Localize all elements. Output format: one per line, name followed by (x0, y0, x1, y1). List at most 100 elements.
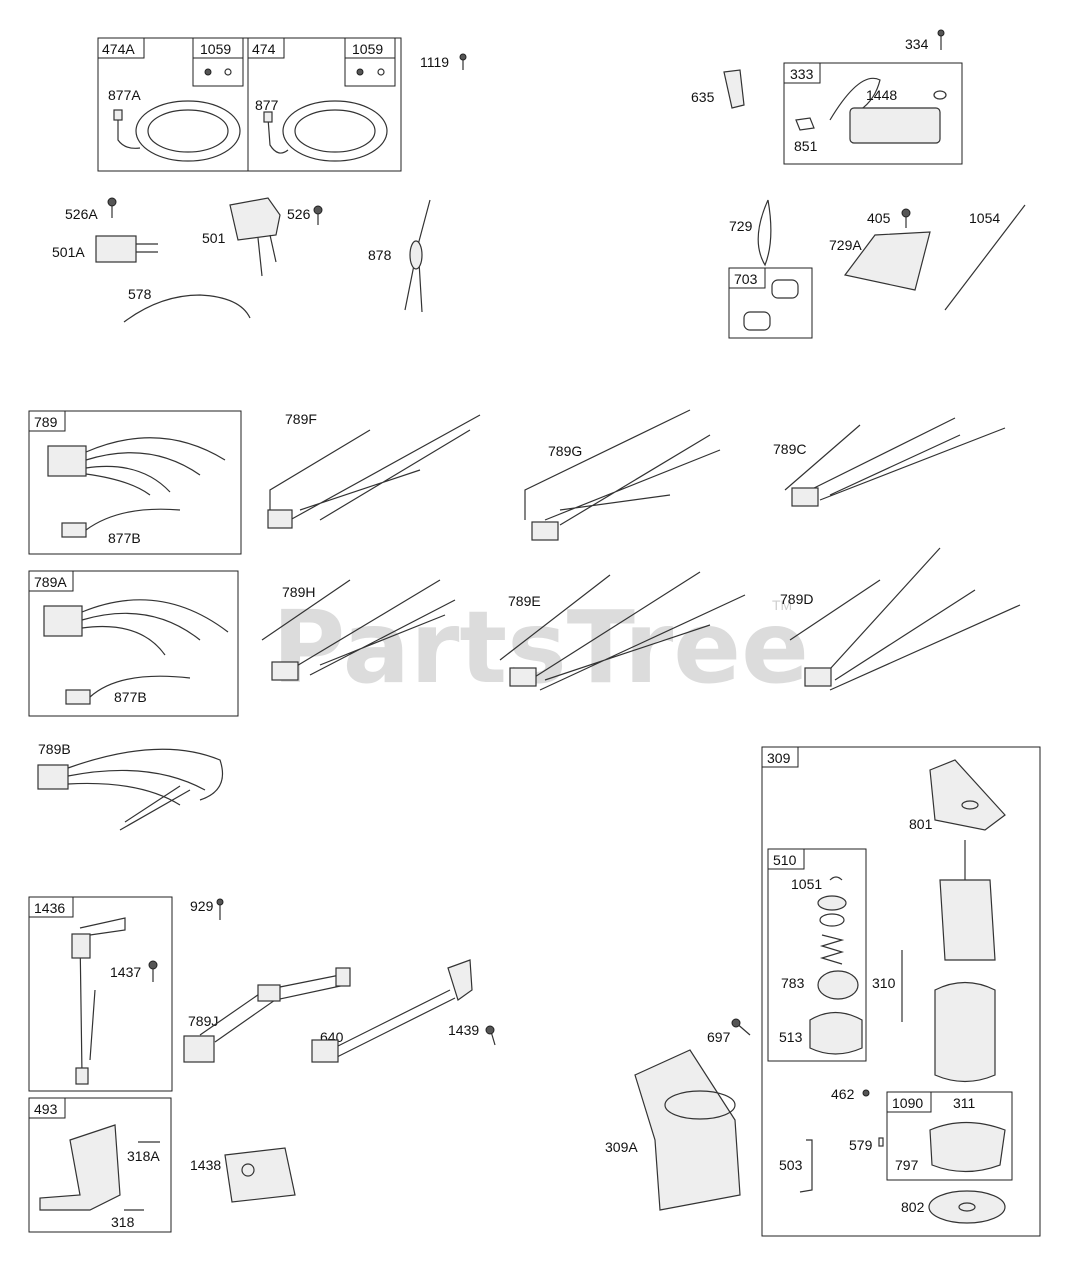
label-789E[interactable]: 789E (508, 593, 541, 609)
label-1051[interactable]: 1051 (791, 876, 822, 892)
label-510[interactable]: 510 (773, 852, 797, 868)
label-1439[interactable]: 1439 (448, 1022, 479, 1038)
label-405[interactable]: 405 (867, 210, 891, 226)
label-1438[interactable]: 1438 (190, 1157, 221, 1173)
label-729[interactable]: 729 (729, 218, 753, 234)
label-877[interactable]: 877 (255, 97, 279, 113)
label-801[interactable]: 801 (909, 816, 933, 832)
wire-bundle-icon (67, 748, 224, 831)
label-318A[interactable]: 318A (127, 1148, 160, 1164)
box-789A (28, 570, 239, 717)
harness-789F: 789F (267, 411, 481, 529)
label-789[interactable]: 789 (34, 414, 58, 430)
ignition-wire-icon (829, 77, 881, 121)
label-789D[interactable]: 789D (780, 591, 813, 607)
label-789F[interactable]: 789F (285, 411, 317, 427)
box-789 (28, 410, 242, 555)
label-789J[interactable]: 789J (188, 1013, 218, 1029)
stop-nut-icon (817, 895, 847, 911)
label-1436[interactable]: 1436 (34, 900, 65, 916)
label-311[interactable]: 311 (953, 1095, 976, 1111)
box-1059b (344, 37, 396, 87)
bracket-icon (39, 1124, 121, 1211)
box-1090 (886, 1091, 1013, 1181)
spring-icon (819, 934, 845, 965)
label-789C[interactable]: 789C (773, 441, 806, 457)
label-1059b[interactable]: 1059 (352, 41, 383, 57)
retaining-ring-icon (829, 876, 843, 881)
label-697[interactable]: 697 (707, 1029, 731, 1045)
watermark: PartsTree (272, 589, 809, 706)
connector-icon (47, 445, 87, 477)
label-578[interactable]: 578 (128, 286, 152, 302)
box-333 (783, 62, 963, 165)
label-474[interactable]: 474 (252, 41, 276, 57)
label-789G[interactable]: 789G (548, 443, 582, 459)
label-309[interactable]: 309 (767, 750, 791, 766)
connector-icon (37, 764, 69, 790)
label-501[interactable]: 501 (202, 230, 226, 246)
harness-789H: 789H (261, 579, 456, 681)
label-318[interactable]: 318 (111, 1214, 135, 1230)
watermark-tm: TM (772, 597, 792, 613)
harness-789D: 789D (780, 547, 1021, 691)
clamp-icon (771, 279, 799, 299)
label-703[interactable]: 703 (734, 271, 758, 287)
label-462[interactable]: 462 (831, 1086, 855, 1102)
label-877B-2[interactable]: 877B (114, 689, 147, 705)
label-929[interactable]: 929 (190, 898, 214, 914)
label-474A[interactable]: 474A (102, 41, 135, 57)
label-789H[interactable]: 789H (282, 584, 315, 600)
label-802[interactable]: 802 (901, 1199, 925, 1215)
armature-icon (939, 879, 996, 961)
label-503[interactable]: 503 (779, 1157, 803, 1173)
label-877B-1[interactable]: 877B (108, 530, 141, 546)
box-493 (28, 1097, 172, 1233)
label-635[interactable]: 635 (691, 89, 715, 105)
control-module-icon (224, 1147, 296, 1203)
box-703 (728, 267, 813, 339)
label-878[interactable]: 878 (368, 247, 392, 263)
label-1090[interactable]: 1090 (892, 1095, 923, 1111)
label-334[interactable]: 334 (905, 36, 929, 52)
gear-icon (817, 970, 859, 1000)
label-783[interactable]: 783 (781, 975, 805, 991)
harness-icon (329, 989, 456, 1059)
lead-wire-icon (123, 294, 251, 323)
label-1448[interactable]: 1448 (866, 87, 897, 103)
pin-icon (878, 1137, 884, 1147)
label-789B[interactable]: 789B (38, 741, 71, 757)
label-729A[interactable]: 729A (829, 237, 862, 253)
label-309A[interactable]: 309A (605, 1139, 638, 1155)
stator-ring-icon (282, 100, 388, 162)
label-877A[interactable]: 877A (108, 87, 141, 103)
label-1119[interactable]: 1119 (420, 54, 449, 70)
label-1437[interactable]: 1437 (110, 964, 141, 980)
label-1059a[interactable]: 1059 (200, 41, 231, 57)
connector-icon (509, 667, 537, 687)
stator-ring-icon (135, 100, 241, 162)
label-310[interactable]: 310 (872, 975, 896, 991)
label-493[interactable]: 493 (34, 1101, 58, 1117)
connector-icon (791, 487, 819, 507)
box-309 (761, 746, 1041, 1237)
module-icon (229, 197, 281, 241)
label-526[interactable]: 526 (287, 206, 311, 222)
end-plate-icon (928, 1190, 1006, 1224)
end-cap-icon (929, 759, 1006, 831)
connector-icon (267, 509, 293, 529)
label-501A[interactable]: 501A (52, 244, 85, 260)
label-579[interactable]: 579 (849, 1137, 873, 1153)
label-851[interactable]: 851 (794, 138, 818, 154)
label-797[interactable]: 797 (895, 1157, 919, 1173)
housing-icon (934, 981, 996, 1083)
label-333[interactable]: 333 (790, 66, 814, 82)
nut-icon (377, 68, 385, 76)
label-513[interactable]: 513 (779, 1029, 803, 1045)
bracket-icon (799, 1139, 813, 1193)
label-789A[interactable]: 789A (34, 574, 67, 590)
label-1054[interactable]: 1054 (969, 210, 1000, 226)
label-526A[interactable]: 526A (65, 206, 98, 222)
nut-icon (224, 68, 232, 76)
